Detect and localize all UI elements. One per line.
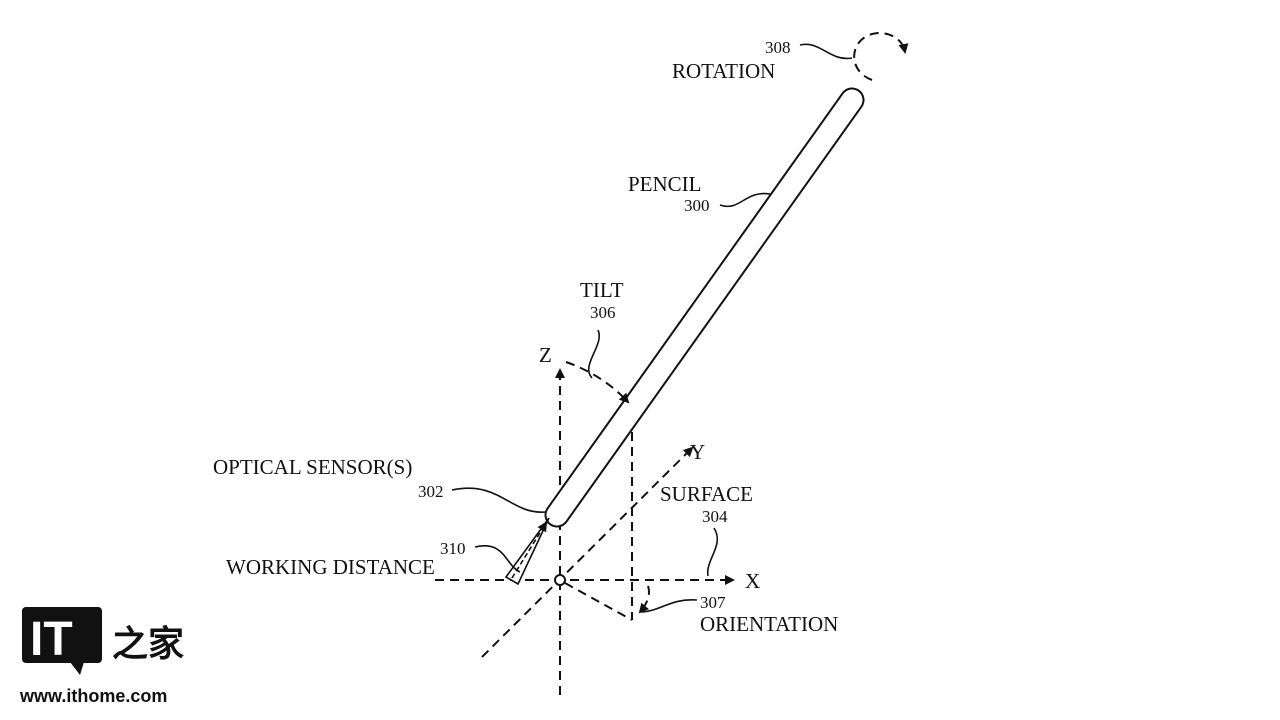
watermark-url: www.ithome.com: [19, 686, 167, 706]
pencil-label: PENCIL: [628, 172, 702, 196]
optical-sensor-label: OPTICAL SENSOR(S): [213, 455, 412, 479]
projection-ground: [564, 582, 633, 621]
pencil-body: [544, 87, 865, 528]
logo-cn-text: 之家: [112, 623, 184, 665]
pencil-number: 300: [684, 196, 710, 215]
rotation-leader: [799, 43, 853, 60]
orientation-number: 307: [700, 593, 726, 612]
optical-sensor-number: 302: [418, 482, 444, 501]
surface-number: 304: [702, 507, 728, 526]
orientation-arc: [638, 585, 650, 614]
z-axis-label: Z: [539, 343, 552, 367]
working-distance-number: 310: [440, 539, 466, 558]
optical-sensor-leader: [451, 487, 547, 513]
y-axis-label: Y: [690, 440, 705, 464]
tilt-label: TILT: [580, 278, 624, 302]
origin-point: [554, 574, 566, 586]
rotation-number: 308: [765, 38, 791, 57]
y-axis: [481, 446, 694, 658]
working-distance-label: WORKING DISTANCE: [226, 555, 435, 579]
pencil-leader: [719, 192, 771, 208]
working-distance-cone: [504, 517, 550, 586]
rotation-label: ROTATION: [672, 59, 775, 83]
tilt-leader: [587, 329, 601, 379]
working-distance-leader: [474, 544, 521, 573]
logo-it-text: IT: [30, 613, 73, 666]
tilt-number: 306: [590, 303, 616, 322]
ithome-logo: IT 之家: [22, 607, 184, 675]
surface-leader: [707, 527, 719, 577]
orientation-label: ORIENTATION: [700, 612, 838, 636]
surface-label: SURFACE: [660, 482, 753, 506]
x-axis-label: X: [745, 569, 760, 593]
orientation-leader: [639, 599, 698, 613]
rotation-arrow: [853, 31, 909, 81]
tilt-arc: [565, 361, 630, 404]
